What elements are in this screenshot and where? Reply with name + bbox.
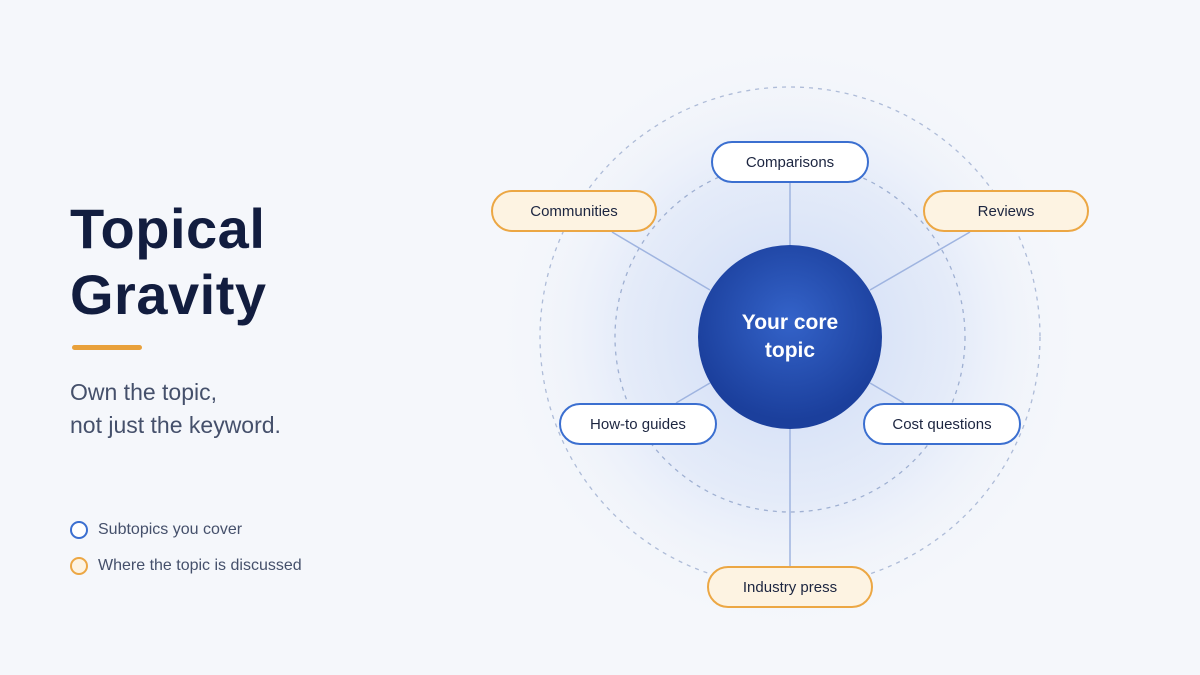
node-communities: Communities bbox=[491, 190, 657, 232]
title-line2: Gravity bbox=[70, 263, 267, 326]
legend: Subtopics you cover Where the topic is d… bbox=[70, 519, 302, 591]
node-industry-press: Industry press bbox=[707, 566, 873, 608]
subtitle: Own the topic, not just the keyword. bbox=[70, 376, 281, 442]
inner-orbit bbox=[614, 161, 966, 513]
node-label: Comparisons bbox=[746, 154, 834, 171]
connector-communities bbox=[611, 231, 711, 291]
core-node: Your core topic bbox=[698, 245, 882, 429]
legend-swatch-orange bbox=[70, 557, 88, 575]
title-line1: Topical bbox=[70, 197, 266, 260]
legend-label: Subtopics you cover bbox=[98, 521, 243, 538]
node-comparisons: Comparisons bbox=[711, 141, 869, 183]
legend-swatch-blue bbox=[70, 521, 88, 539]
title-accent-bar bbox=[72, 345, 142, 350]
connector-lines bbox=[611, 182, 971, 567]
node-label: Reviews bbox=[978, 203, 1035, 220]
subtitle-line1: Own the topic, bbox=[70, 379, 218, 405]
node-label: Industry press bbox=[743, 579, 837, 596]
legend-item-discussed: Where the topic is discussed bbox=[70, 555, 302, 577]
core-label-line2: topic bbox=[765, 339, 815, 362]
connector-cost-questions bbox=[869, 382, 905, 404]
node-label: Communities bbox=[530, 203, 618, 220]
legend-item-covered: Subtopics you cover bbox=[70, 519, 302, 541]
node-label: Cost questions bbox=[892, 416, 991, 433]
node-cost-questions: Cost questions bbox=[863, 403, 1021, 445]
node-reviews: Reviews bbox=[923, 190, 1089, 232]
page-title: Topical Gravity bbox=[70, 196, 267, 328]
node-how-to-guides: How-to guides bbox=[559, 403, 717, 445]
core-label-line1: Your core bbox=[742, 311, 838, 334]
connector-reviews bbox=[869, 231, 971, 291]
node-label: How-to guides bbox=[590, 416, 686, 433]
outer-orbit bbox=[539, 86, 1041, 588]
legend-label: Where the topic is discussed bbox=[98, 557, 302, 574]
connector-how-to-guides bbox=[675, 382, 711, 404]
subtitle-line2: not just the keyword. bbox=[70, 412, 281, 438]
